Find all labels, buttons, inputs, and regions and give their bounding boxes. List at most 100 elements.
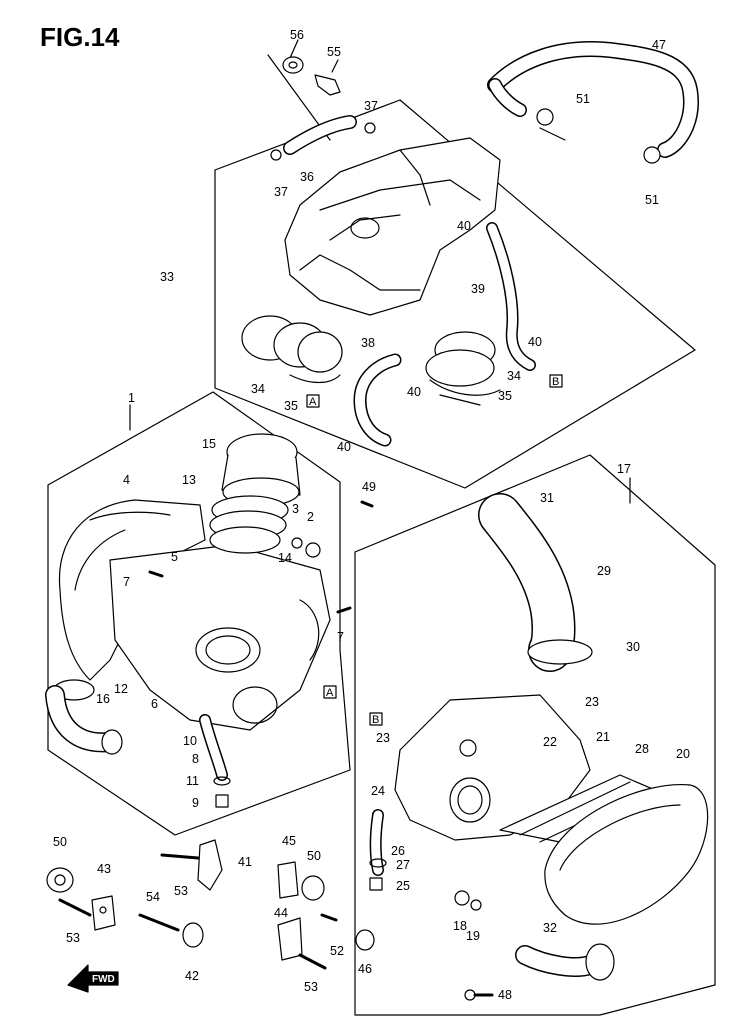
clip-11-plug-9 <box>213 776 231 808</box>
part-label: 53 <box>66 931 80 945</box>
part-label: 40 <box>528 335 542 349</box>
part-label: 23 <box>585 695 599 709</box>
part-label: 42 <box>185 969 199 983</box>
part-label: 3 <box>292 502 299 516</box>
part-label: 15 <box>202 437 216 451</box>
bracket-43 <box>91 895 116 931</box>
part-label: 17 <box>617 462 631 476</box>
hose-clamp-51 <box>536 108 661 164</box>
hose-24 <box>369 809 384 876</box>
part-label: 55 <box>327 45 341 59</box>
grommet-46 <box>355 929 375 951</box>
part-label: 8 <box>192 752 199 766</box>
ref-a-label: A <box>309 396 317 408</box>
part-label: 40 <box>457 219 471 233</box>
part-label: 7 <box>123 575 130 589</box>
part-label: 28 <box>635 742 649 756</box>
part-label: 30 <box>626 640 640 654</box>
clip-27-plug-25 <box>369 858 387 891</box>
bolt-53-middle <box>160 853 200 860</box>
ref-a-label: A <box>326 687 334 699</box>
air-cleaner-cover-33 <box>284 137 501 316</box>
bracket-44 <box>277 917 303 961</box>
part-label: 20 <box>676 747 690 761</box>
part-label: 43 <box>97 862 111 876</box>
bracket-41 <box>197 839 223 891</box>
part-label: 39 <box>471 282 485 296</box>
funnel-15 <box>221 433 301 507</box>
part-labels: 56 55 47 51 51 37 37 36 33 40 39 40 38 4… <box>53 28 690 1002</box>
part-label: 18 <box>453 919 467 933</box>
ref-box-b-right: B <box>369 712 383 726</box>
figure-title: FIG.14 <box>40 22 120 52</box>
part-label: 23 <box>376 731 390 745</box>
part-label: 35 <box>284 399 298 413</box>
part-label: 34 <box>507 369 521 383</box>
intake-duct-34-right <box>425 331 501 406</box>
fwd-label: FWD <box>92 974 115 985</box>
intake-duct-29 <box>478 493 593 672</box>
screws-7 <box>148 500 374 614</box>
part-label: 2 <box>307 510 314 524</box>
part-label: 31 <box>540 491 554 505</box>
ref-box-a-top: A <box>306 394 320 408</box>
part-label: 11 <box>186 774 199 788</box>
hose-38 <box>353 353 402 447</box>
part-label: 35 <box>498 389 512 403</box>
part-label: 53 <box>304 980 318 994</box>
drain-hose-8 <box>199 714 228 781</box>
part-label: 32 <box>543 921 557 935</box>
duct-32 <box>515 943 615 981</box>
part-label: 33 <box>160 270 174 284</box>
part-label: 5 <box>171 550 178 564</box>
part-label: 52 <box>330 944 344 958</box>
bolt-53-right <box>298 953 327 970</box>
nut-3-washer-2 <box>291 537 321 558</box>
part-label: 19 <box>466 929 480 943</box>
bolt-52 <box>320 913 338 922</box>
ref-b-label: B <box>552 376 559 388</box>
cover-20 <box>544 784 709 925</box>
duct-16 <box>45 679 123 755</box>
part-label: 14 <box>278 551 292 565</box>
bolt-53-left <box>58 898 92 917</box>
hose-47 <box>487 41 699 158</box>
part-label: 29 <box>597 564 611 578</box>
part-label: 24 <box>371 784 385 798</box>
part-label: 36 <box>300 170 314 184</box>
bolt-54 <box>138 913 180 932</box>
part-label: 37 <box>364 99 378 113</box>
part-label: 26 <box>391 844 405 858</box>
cushion-50-left <box>46 867 74 893</box>
ref-box-b-top: B <box>549 374 563 388</box>
part-label: 56 <box>290 28 304 42</box>
hose-39 <box>486 222 536 371</box>
grommets-18-19 <box>454 890 482 911</box>
part-label: 9 <box>192 796 199 810</box>
part-label: 46 <box>358 962 372 976</box>
part-label: 37 <box>274 185 288 199</box>
duct-13 <box>209 495 289 554</box>
part-label: 1 <box>128 391 135 405</box>
part-label: 21 <box>596 730 610 744</box>
part-label: 12 <box>114 682 128 696</box>
part-label: 4 <box>123 473 130 487</box>
part-label: 27 <box>396 858 410 872</box>
ref-b-label: B <box>372 714 379 726</box>
part-label: 50 <box>53 835 67 849</box>
part-label: 47 <box>652 38 666 52</box>
part-label: 51 <box>645 193 659 207</box>
hose-36 <box>283 115 357 155</box>
part-label: 40 <box>407 385 421 399</box>
case-body-5 <box>109 544 331 731</box>
part-label: 45 <box>282 834 296 848</box>
part-label: 38 <box>361 336 375 350</box>
rubber-cap-56 <box>282 56 304 74</box>
fwd-arrow-icon: FWD <box>67 964 119 993</box>
part-label: 50 <box>307 849 321 863</box>
bolt-48 <box>464 989 494 1001</box>
part-label: 6 <box>151 697 158 711</box>
part-label: 41 <box>238 855 252 869</box>
part-label: 53 <box>174 884 188 898</box>
clamps-37 <box>270 122 376 161</box>
